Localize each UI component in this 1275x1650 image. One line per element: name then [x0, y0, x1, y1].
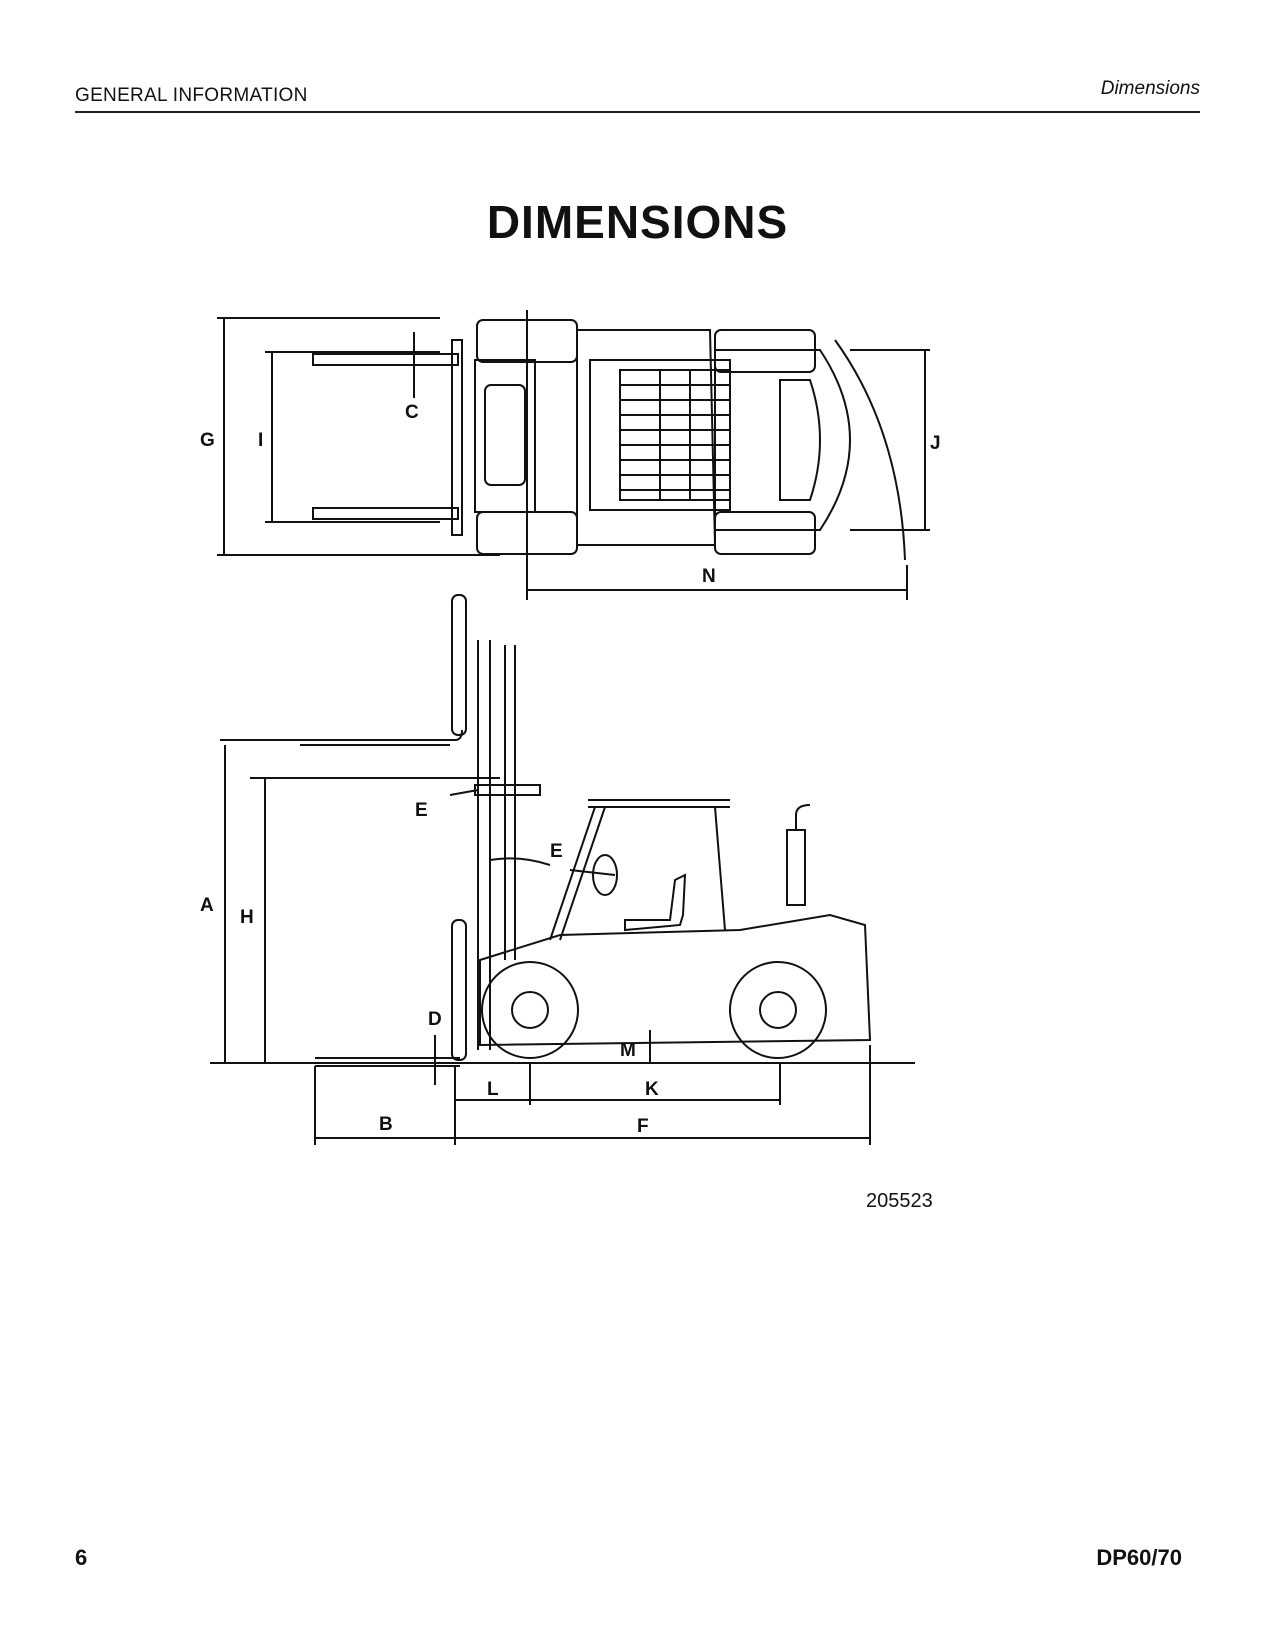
- callout-g: G: [200, 430, 215, 451]
- page-number: 6: [75, 1545, 88, 1570]
- callout-f: F: [637, 1116, 649, 1137]
- callout-j: J: [930, 433, 941, 454]
- side-view-drawing: [210, 594, 915, 1145]
- callout-k: K: [645, 1079, 659, 1100]
- top-view-drawing: [217, 310, 930, 600]
- callout-l: L: [487, 1079, 499, 1100]
- header-topic: Dimensions: [1100, 78, 1200, 99]
- figure-id: 205523: [866, 1190, 933, 1212]
- callout-e-lower: E: [550, 841, 563, 862]
- page-title: DIMENSIONS: [486, 196, 789, 248]
- callout-h: H: [240, 907, 254, 928]
- callout-c: C: [405, 402, 419, 423]
- callout-b: B: [379, 1114, 393, 1135]
- callout-m: M: [620, 1040, 636, 1061]
- model-label: DP60/70: [1096, 1545, 1182, 1570]
- callout-n: N: [702, 566, 716, 587]
- callout-e-upper: E: [415, 800, 428, 821]
- callout-a: A: [200, 895, 214, 916]
- callout-d: D: [428, 1009, 442, 1030]
- header-rule: [75, 111, 1200, 113]
- forklift-dimensions-diagram: G I C J N E E A H D M L K B F: [200, 310, 941, 1145]
- callout-i: I: [258, 430, 263, 451]
- header-section: GENERAL INFORMATION: [75, 85, 308, 106]
